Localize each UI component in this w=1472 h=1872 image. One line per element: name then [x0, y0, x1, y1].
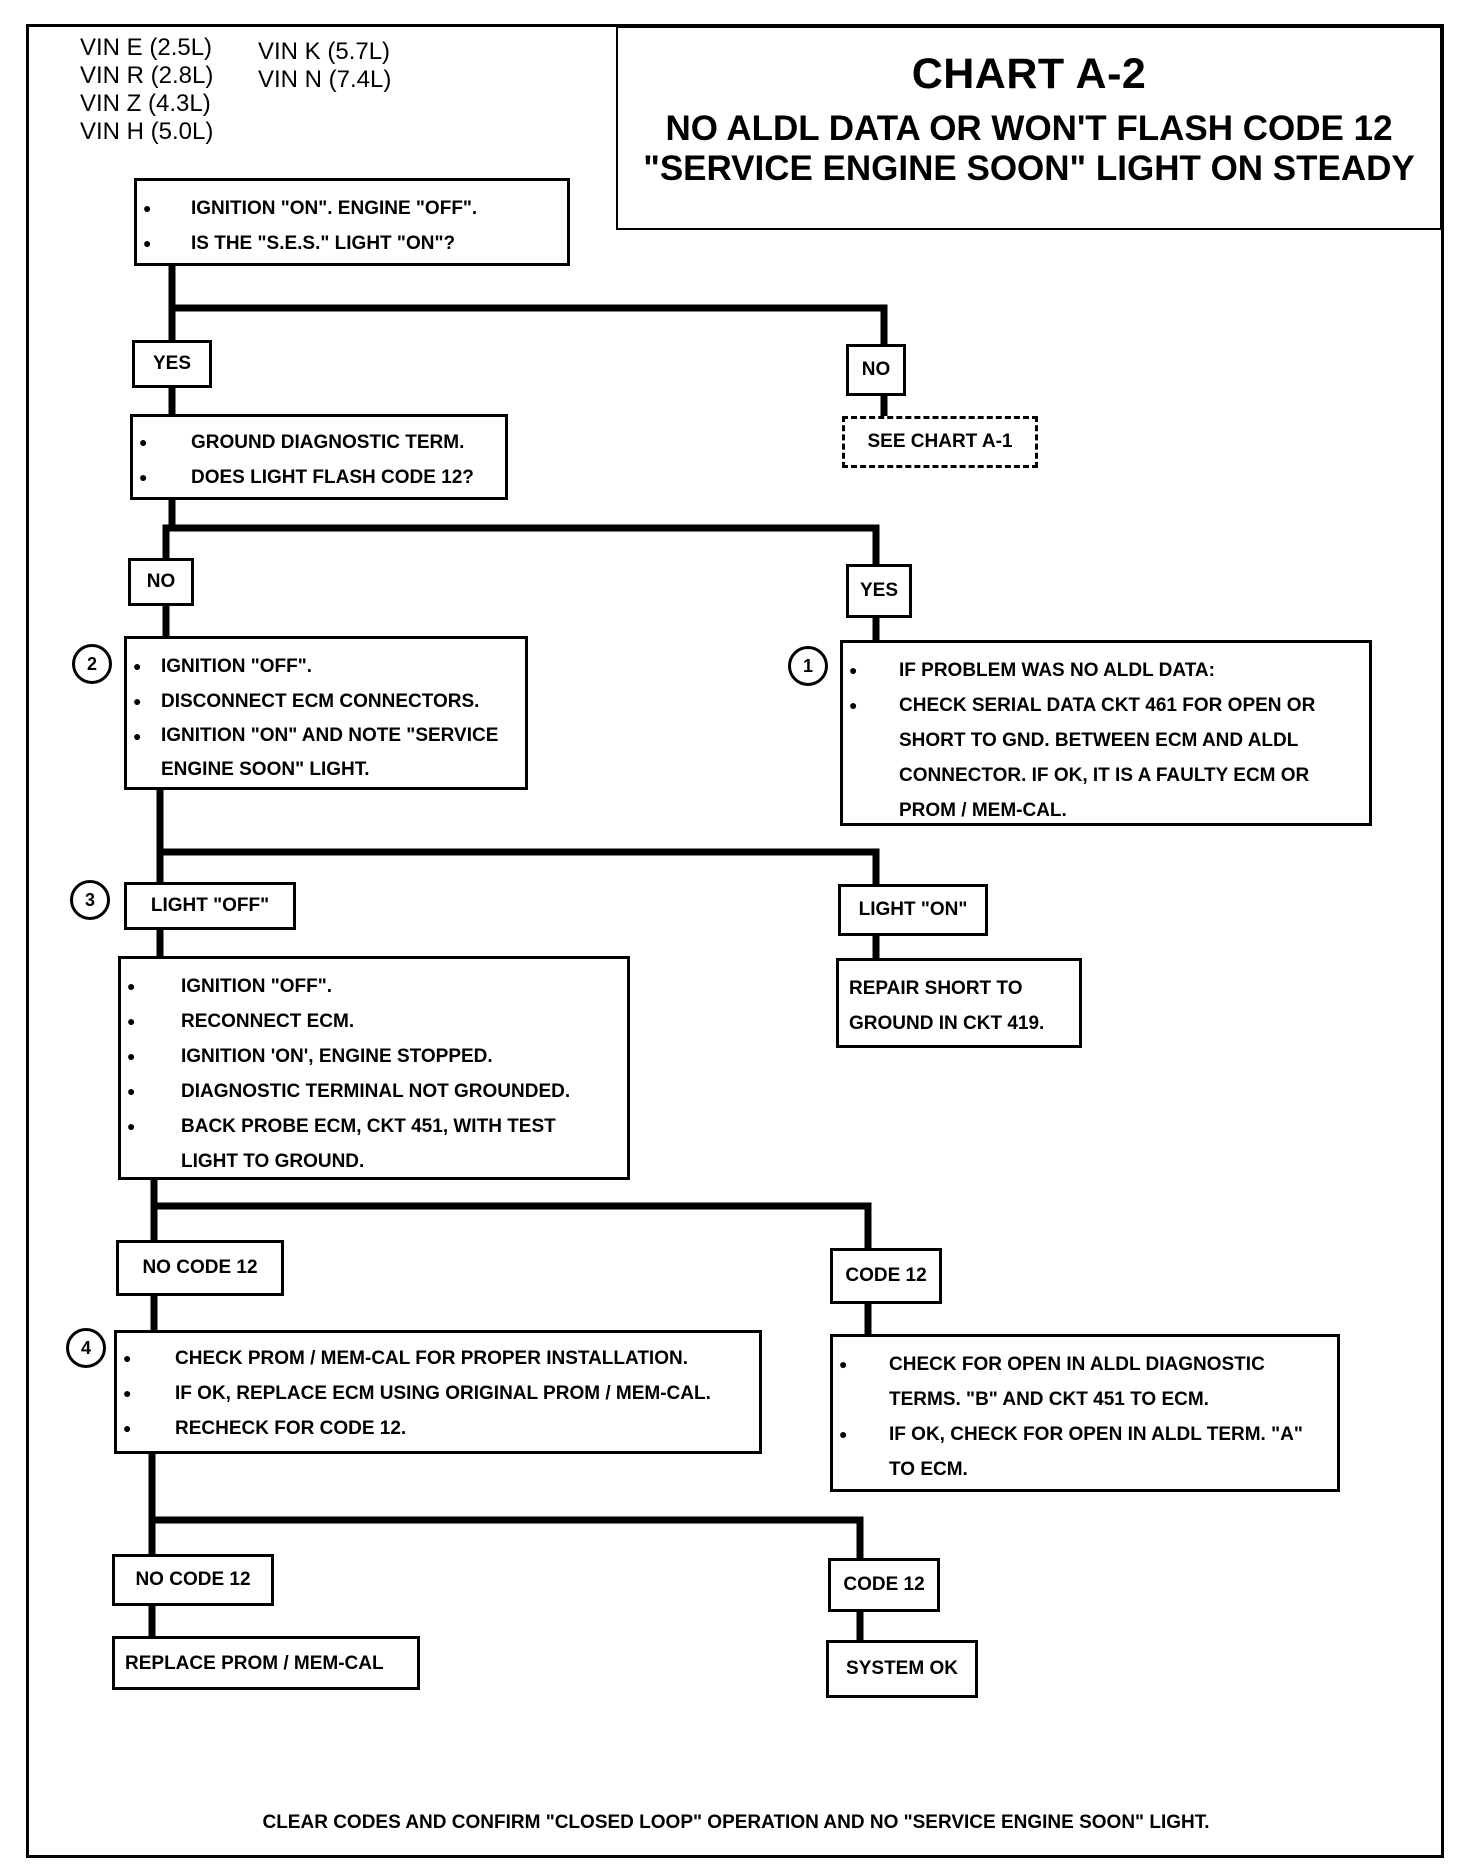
vin-item: VIN N (7.4L) — [258, 66, 392, 93]
label-yes: YES — [846, 564, 912, 618]
label-no-code-12: NO CODE 12 — [116, 1240, 284, 1296]
vin-item: VIN R (2.8L) — [80, 62, 214, 89]
connector-ground — [162, 492, 880, 570]
vin-item: VIN H (5.0L) — [80, 118, 214, 145]
step1-box: IF PROBLEM WAS NO ALDL DATA: CHECK SERIA… — [840, 640, 1372, 826]
step4-text: CHECK PROM / MEM-CAL FOR PROPER INSTALLA… — [175, 1348, 688, 1369]
step3-box: IGNITION "OFF". RECONNECT ECM. IGNITION … — [118, 956, 630, 1180]
label-light-on: LIGHT "ON" — [838, 884, 988, 936]
label-code-12: CODE 12 — [830, 1248, 942, 1304]
vin-item: VIN E (2.5L) — [80, 34, 213, 61]
step3-text: DIAGNOSTIC TERMINAL NOT GROUNDED. — [181, 1081, 571, 1102]
system-ok-box: SYSTEM OK — [826, 1640, 978, 1698]
step-number-2: 2 — [72, 644, 112, 684]
step1-text: CHECK SERIAL DATA CKT 461 FOR OPEN OR SH… — [899, 695, 1316, 821]
system-ok-text: SYSTEM OK — [846, 1658, 958, 1679]
label-code-12: CODE 12 — [828, 1558, 940, 1612]
chart-subtitle-2: "SERVICE ENGINE SOON" LIGHT ON STEADY — [643, 149, 1415, 188]
step2-text: IGNITION "ON" AND NOTE "SERVICE ENGINE S… — [161, 725, 499, 780]
start-box: IGNITION "ON". ENGINE "OFF". IS THE "S.E… — [134, 178, 570, 266]
replace-prom-text: REPLACE PROM / MEM-CAL — [125, 1652, 384, 1674]
label-no-code-12: NO CODE 12 — [112, 1554, 274, 1606]
ground-diag-text-1: GROUND DIAGNOSTIC TERM. — [191, 432, 465, 453]
connector-start — [168, 258, 888, 356]
see-chart-a1-box: SEE CHART A-1 — [842, 416, 1038, 468]
label-no: NO — [128, 558, 194, 606]
start-text-2: IS THE "S.E.S." LIGHT "ON"? — [191, 233, 456, 254]
step3-text: IGNITION "OFF". — [181, 976, 333, 997]
step2-text: DISCONNECT ECM CONNECTORS. — [161, 691, 480, 712]
step-number-3: 3 — [70, 880, 110, 920]
step2-text: IGNITION "OFF". — [161, 656, 313, 677]
connector-step2 — [156, 784, 880, 890]
title-box: CHART A-2 NO ALDL DATA OR WON'T FLASH CO… — [616, 26, 1442, 230]
step-number-1: 1 — [788, 646, 828, 686]
step1-text: IF PROBLEM WAS NO ALDL DATA: — [899, 660, 1215, 681]
check-open-box: CHECK FOR OPEN IN ALDL DIAGNOSTIC TERMS.… — [830, 1334, 1340, 1492]
chart-subtitle-1: NO ALDL DATA OR WON'T FLASH CODE 12 — [665, 109, 1393, 148]
connector-step3 — [150, 1174, 872, 1254]
step3-text: RECONNECT ECM. — [181, 1011, 355, 1032]
see-chart-a1-text: SEE CHART A-1 — [867, 431, 1013, 452]
repair-short-text-2: GROUND IN CKT 419. — [849, 1013, 1045, 1034]
step2-box: IGNITION "OFF". DISCONNECT ECM CONNECTOR… — [124, 636, 528, 790]
label-yes: YES — [132, 340, 212, 388]
step4-box: CHECK PROM / MEM-CAL FOR PROPER INSTALLA… — [114, 1330, 762, 1454]
start-text-1: IGNITION "ON". ENGINE "OFF". — [191, 198, 478, 219]
label-no: NO — [846, 344, 906, 396]
check-open-text: CHECK FOR OPEN IN ALDL DIAGNOSTIC TERMS.… — [889, 1354, 1265, 1410]
vin-item: VIN K (5.7L) — [258, 38, 391, 65]
repair-short-box: REPAIR SHORT TO GROUND IN CKT 419. — [836, 958, 1082, 1048]
step3-text: IGNITION 'ON', ENGINE STOPPED. — [181, 1046, 493, 1067]
step-number-4: 4 — [66, 1328, 106, 1368]
check-open-text: IF OK, CHECK FOR OPEN IN ALDL TERM. "A" … — [889, 1424, 1303, 1480]
step4-text: IF OK, REPLACE ECM USING ORIGINAL PROM /… — [175, 1383, 711, 1404]
step4-text: RECHECK FOR CODE 12. — [175, 1418, 407, 1439]
repair-short-text-1: REPAIR SHORT TO — [849, 978, 1023, 999]
ground-diag-box: GROUND DIAGNOSTIC TERM. DOES LIGHT FLASH… — [130, 414, 508, 500]
footer-note: CLEAR CODES AND CONFIRM "CLOSED LOOP" OP… — [262, 1812, 1210, 1833]
replace-prom-box: REPLACE PROM / MEM-CAL — [112, 1636, 420, 1690]
vin-item: VIN Z (4.3L) — [80, 90, 211, 117]
label-light-off: LIGHT "OFF" — [124, 882, 296, 930]
page-border — [26, 24, 1444, 1858]
ground-diag-text-2: DOES LIGHT FLASH CODE 12? — [191, 467, 474, 488]
chart-title: CHART A-2 — [911, 50, 1147, 98]
connector-step4 — [148, 1448, 864, 1564]
step3-text: BACK PROBE ECM, CKT 451, WITH TEST LIGHT… — [181, 1116, 556, 1172]
